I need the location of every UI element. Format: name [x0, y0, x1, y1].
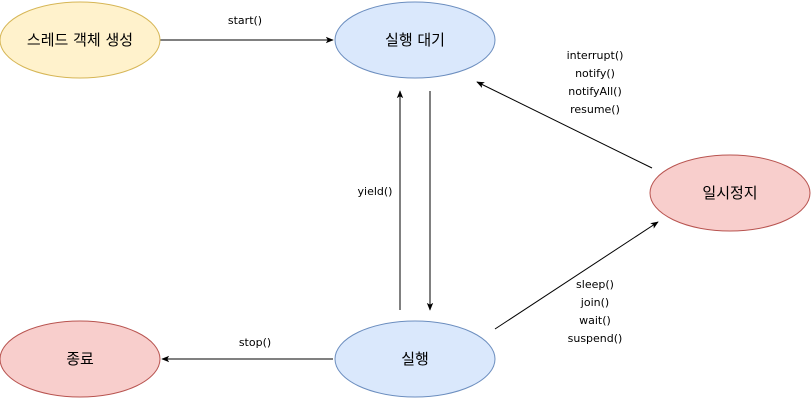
edge-from-paused-label: resume() — [570, 103, 620, 116]
node-terminated: 종료 — [0, 320, 161, 398]
edge-to-paused-label: suspend() — [568, 332, 623, 345]
node-runnable: 실행 대기 — [334, 1, 496, 79]
edge-to-paused-labels: sleep() join() wait() suspend() — [568, 278, 623, 345]
node-running-label: 실행 — [401, 350, 429, 368]
node-terminated-label: 종료 — [66, 350, 94, 368]
edge-to-paused — [494, 221, 659, 330]
node-create: 스레드 객체 생성 — [0, 1, 161, 79]
edge-from-paused-labels: interrupt() notify() notifyAll() resume(… — [567, 49, 624, 116]
edge-to-paused-label: sleep() — [576, 278, 614, 291]
node-paused-label: 일시정지 — [702, 184, 757, 202]
node-create-label: 스레드 객체 생성 — [27, 31, 133, 49]
edge-from-paused — [476, 81, 653, 169]
edge-start-label: start() — [228, 14, 262, 27]
edge-to-paused-label: wait() — [579, 314, 611, 327]
edge-to-paused-label: join() — [580, 296, 609, 309]
edge-from-paused-label: notify() — [575, 67, 615, 80]
edge-from-paused-label: interrupt() — [567, 49, 624, 62]
edge-yield-label: yield() — [358, 185, 393, 198]
edge-stop-label: stop() — [239, 336, 271, 349]
edge-from-paused-label: notifyAll() — [568, 85, 621, 98]
node-running: 실행 — [334, 320, 496, 398]
node-paused: 일시정지 — [649, 154, 811, 232]
node-runnable-label: 실행 대기 — [385, 31, 445, 49]
